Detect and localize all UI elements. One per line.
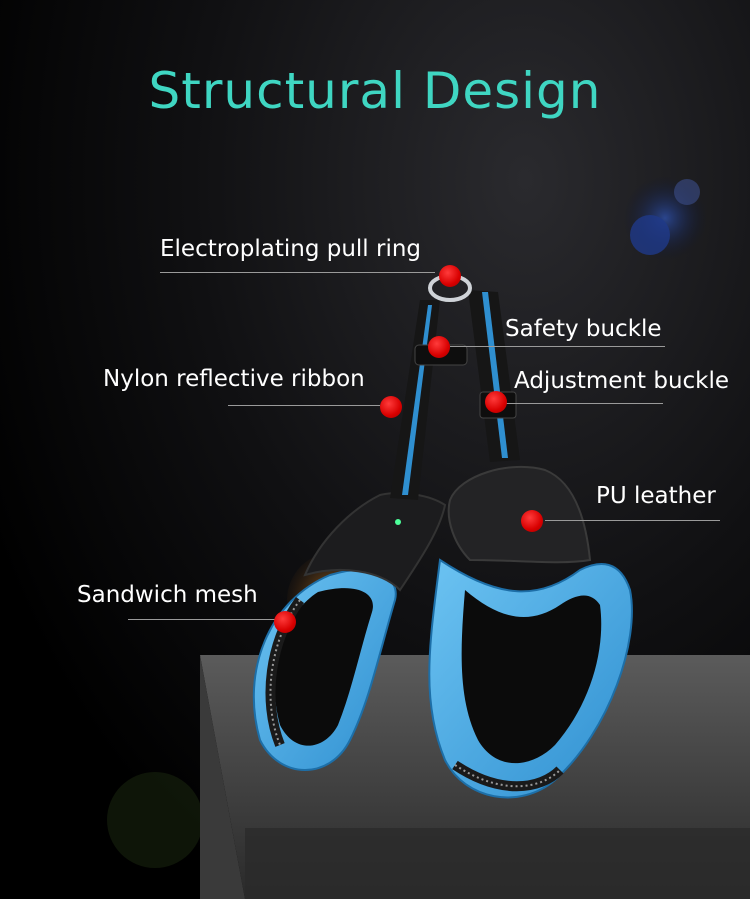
bokeh-light <box>674 179 700 205</box>
label-reflective-ribbon: Nylon reflective ribbon <box>103 366 365 392</box>
leader-line <box>545 520 720 521</box>
hotspot-safety-buckle[interactable] <box>428 336 450 358</box>
left-leather-panel <box>303 492 447 592</box>
hotspot-reflective-ribbon[interactable] <box>380 396 402 418</box>
leader-line <box>160 272 435 273</box>
right-leather-panel <box>447 465 592 564</box>
hotspot-adjustment-buckle[interactable] <box>485 391 507 413</box>
label-safety-buckle: Safety buckle <box>505 316 662 342</box>
hotspot-pu-leather[interactable] <box>521 510 543 532</box>
label-pu-leather: PU leather <box>596 483 716 509</box>
pedestal-shadow <box>245 828 750 899</box>
leader-line <box>128 619 276 620</box>
label-pull-ring: Electroplating pull ring <box>160 236 422 262</box>
bokeh-light <box>630 215 670 255</box>
reflective-stripe <box>269 599 301 746</box>
left-loop-opening <box>274 588 373 746</box>
label-adjustment-buckle: Adjustment buckle <box>514 368 730 394</box>
right-loop-opening <box>461 590 602 764</box>
leader-line <box>228 405 380 406</box>
leader-line <box>450 346 665 347</box>
bokeh-light <box>107 772 203 868</box>
page-title: Structural Design <box>148 62 602 120</box>
reflective-stripe <box>454 764 561 788</box>
label-sandwich-mesh: Sandwich mesh <box>77 582 258 608</box>
led-indicator <box>395 519 401 525</box>
pedestal-side <box>200 655 245 899</box>
hotspot-pull-ring[interactable] <box>439 265 461 287</box>
hotspot-sandwich-mesh[interactable] <box>274 611 296 633</box>
leader-line <box>505 403 663 404</box>
